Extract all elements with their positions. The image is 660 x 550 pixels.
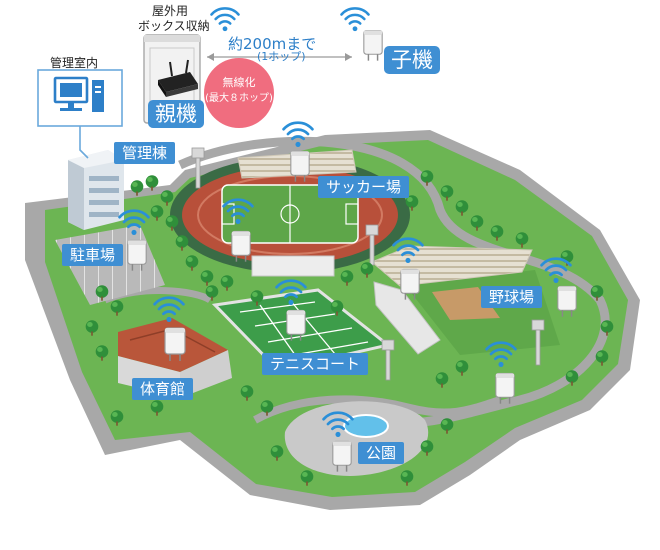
distance-arrow-left (207, 53, 214, 61)
track-lanes (197, 175, 383, 255)
management-building-label: 管理棟 (114, 142, 176, 164)
parent-unit-label: 親機 (148, 100, 204, 128)
walkway-loop (178, 136, 610, 428)
wifi-icon (210, 7, 240, 32)
outdoor-box-label-line2: ボックス収納 (138, 19, 210, 33)
parking-lot-label: 駐車場 (62, 244, 124, 266)
fountain (343, 414, 389, 438)
soccer-center-circle (280, 204, 300, 224)
monitor-icon (53, 76, 89, 111)
walkway-bottom (253, 395, 502, 424)
park-label: 公園 (358, 442, 405, 464)
wireless-label-line2: (最大８ホップ) (205, 93, 273, 104)
outdoor-box-label-line1: 屋外用 (152, 4, 189, 18)
pc-tower-icon (92, 80, 104, 112)
distance-label: 約200mまで (228, 35, 317, 53)
baseball-field-label: 野球場 (481, 286, 543, 308)
management-building (68, 150, 124, 230)
child-unit-label: 子機 (384, 46, 440, 74)
distance-arrow-right (345, 53, 352, 61)
baseball-side-building (373, 281, 441, 355)
connector-line (79, 126, 89, 159)
tennis-court-label: テニスコート (262, 353, 369, 375)
wifi-icon (340, 7, 370, 32)
light-towers (191, 147, 545, 381)
soccer-field-label: サッカー場 (318, 176, 410, 198)
soccer-goal-box-right (345, 203, 359, 225)
wireless-bubble (204, 58, 274, 128)
gymnasium-label: 体育館 (132, 378, 194, 400)
stadium-front-stand (251, 255, 335, 277)
router-icon (158, 59, 198, 97)
distance-hop-label: (1ホップ) (257, 50, 306, 63)
wireless-label-line1: 無線化 (222, 76, 256, 89)
control-room-label: 管理室内 (50, 56, 99, 70)
wireless-node-icon (363, 30, 383, 62)
